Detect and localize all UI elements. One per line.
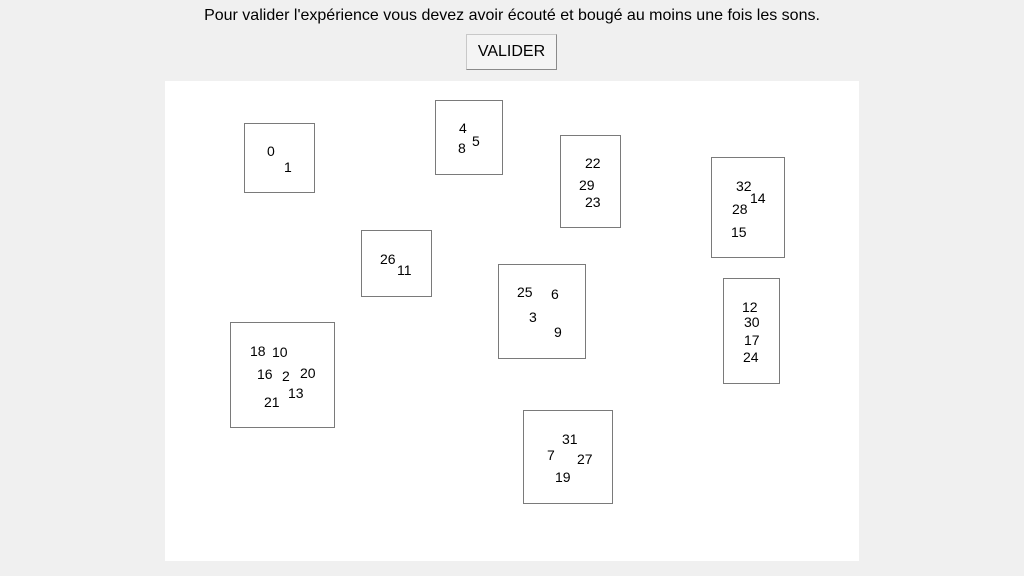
sound-item[interactable]: 14 [750, 190, 766, 206]
sound-item[interactable]: 12 [742, 299, 758, 315]
sound-canvas[interactable]: 0 1 4 5 8 22 29 23 32 14 28 15 26 11 25 … [165, 81, 859, 561]
sound-item[interactable]: 18 [250, 343, 266, 359]
sound-group[interactable]: 4 5 8 [435, 100, 503, 175]
sound-item[interactable]: 30 [744, 314, 760, 330]
sound-item[interactable]: 6 [551, 286, 559, 302]
sound-item[interactable]: 13 [288, 385, 304, 401]
sound-item[interactable]: 19 [555, 469, 571, 485]
sound-group[interactable]: 25 6 3 9 [498, 264, 586, 359]
sound-item[interactable]: 10 [272, 344, 288, 360]
sound-item[interactable]: 20 [300, 365, 316, 381]
sound-item[interactable]: 4 [459, 120, 467, 136]
sound-item[interactable]: 23 [585, 194, 601, 210]
sound-item[interactable]: 8 [458, 140, 466, 156]
sound-group[interactable]: 12 30 17 24 [723, 278, 780, 384]
sound-item[interactable]: 21 [264, 394, 280, 410]
sound-item[interactable]: 25 [517, 284, 533, 300]
sound-item[interactable]: 5 [472, 133, 480, 149]
sound-group[interactable]: 32 14 28 15 [711, 157, 785, 258]
sound-group[interactable]: 22 29 23 [560, 135, 621, 228]
sound-item[interactable]: 3 [529, 309, 537, 325]
sound-item[interactable]: 9 [554, 324, 562, 340]
sound-item[interactable]: 26 [380, 251, 396, 267]
sound-group[interactable]: 31 7 27 19 [523, 410, 613, 504]
sound-item[interactable]: 1 [284, 159, 292, 175]
sound-item[interactable]: 11 [397, 262, 412, 278]
validate-button[interactable]: VALIDER [466, 34, 557, 70]
sound-item[interactable]: 27 [577, 451, 593, 467]
instruction-text: Pour valider l'expérience vous devez avo… [204, 7, 820, 24]
sound-item[interactable]: 29 [579, 177, 595, 193]
sound-item[interactable]: 22 [585, 155, 601, 171]
sound-item[interactable]: 24 [743, 349, 759, 365]
sound-item[interactable]: 17 [744, 332, 760, 348]
sound-item[interactable]: 7 [547, 447, 555, 463]
sound-item[interactable]: 16 [257, 366, 273, 382]
sound-item[interactable]: 32 [736, 178, 752, 194]
sound-item[interactable]: 0 [267, 143, 275, 159]
sound-group[interactable]: 0 1 [244, 123, 315, 193]
sound-item[interactable]: 28 [732, 201, 748, 217]
sound-group[interactable]: 26 11 [361, 230, 432, 297]
sound-item[interactable]: 31 [562, 431, 578, 447]
sound-item[interactable]: 2 [282, 368, 290, 384]
sound-group[interactable]: 18 10 16 2 20 21 13 [230, 322, 335, 428]
sound-item[interactable]: 15 [731, 224, 747, 240]
